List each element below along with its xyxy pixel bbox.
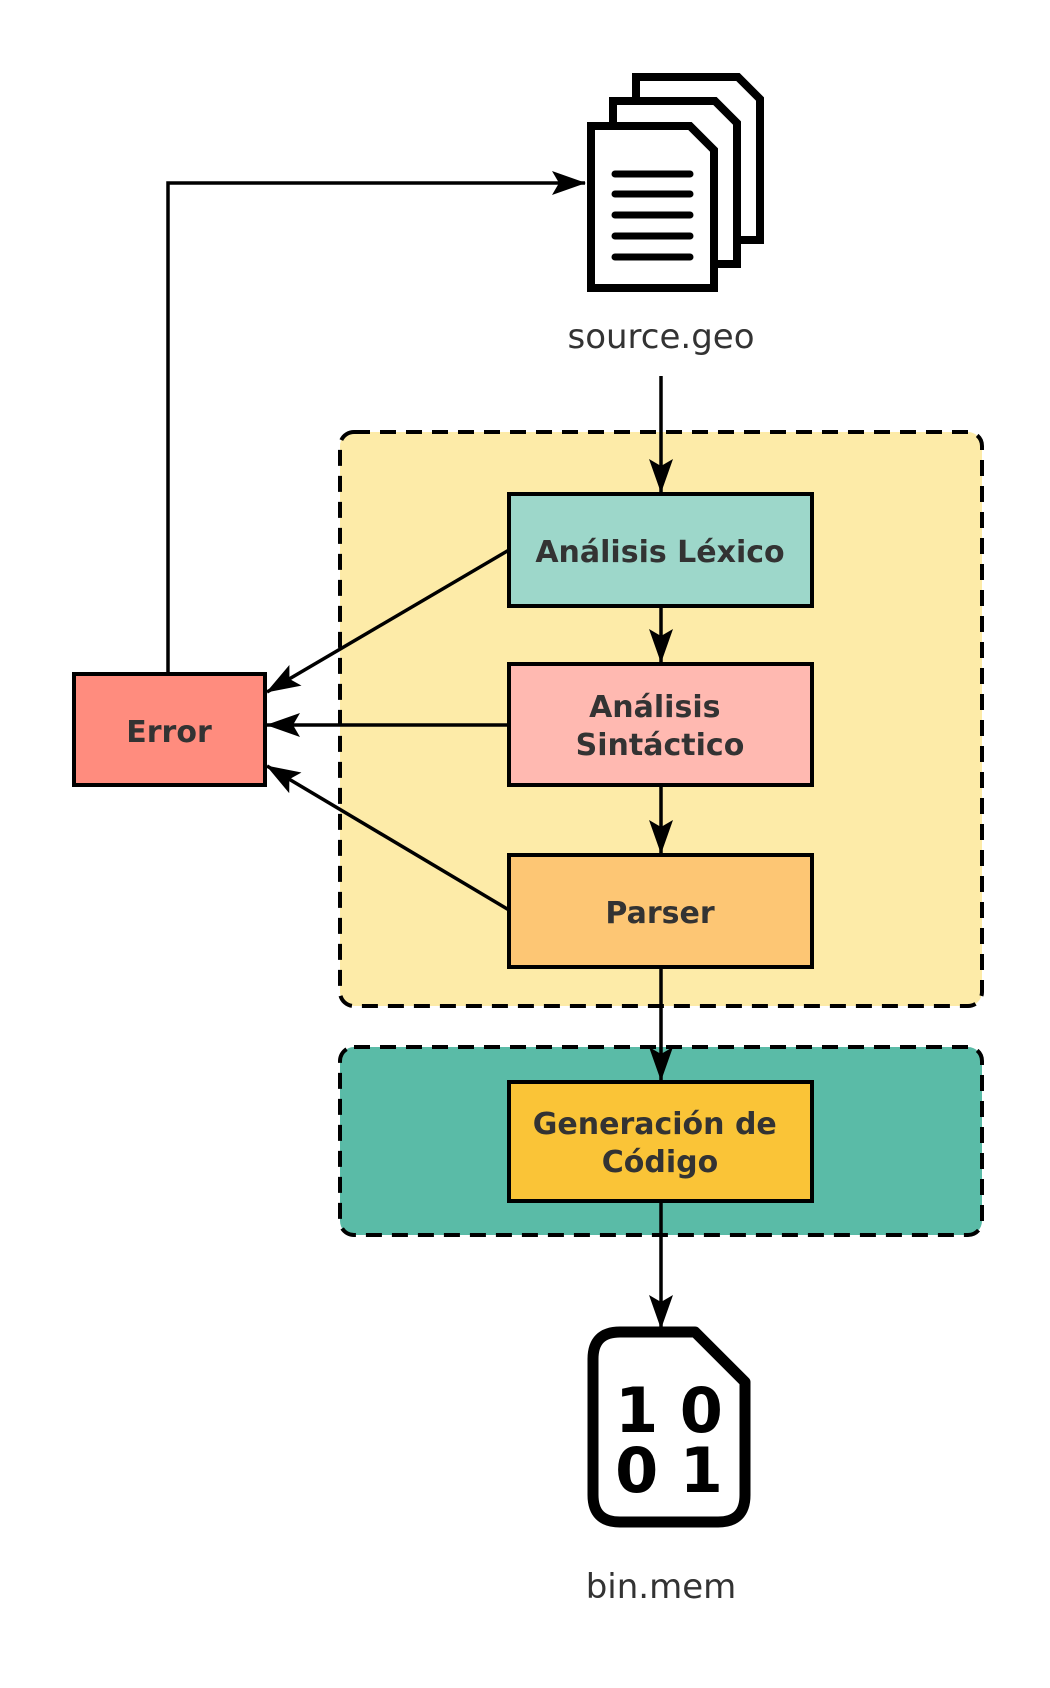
node-analisis-sintactico-label: Análisis Sintáctico xyxy=(576,690,745,763)
node-generacion-codigo: Generación de Código xyxy=(507,1080,814,1203)
node-generacion-codigo-label-line2: Código xyxy=(602,1145,718,1180)
node-generacion-codigo-label-line1: Generación de xyxy=(533,1107,777,1142)
node-analisis-lexico-box xyxy=(507,492,814,608)
node-parser-label: Parser xyxy=(605,896,714,931)
output-file-label: bin.mem xyxy=(586,1567,737,1607)
node-error-box xyxy=(72,672,267,787)
node-analisis-sintactico: Análisis Sintáctico xyxy=(507,662,814,787)
binary-digits-row1: 1 0 xyxy=(615,1374,723,1447)
node-analisis-sintactico-label-line2: Sintáctico xyxy=(576,728,745,763)
edge-parser-to-error xyxy=(266,764,510,912)
node-analisis-lexico: Análisis Léxico xyxy=(507,492,814,608)
node-analisis-sintactico-label-line1: Análisis xyxy=(589,690,720,725)
node-generacion-codigo-label: Generación de Código xyxy=(533,1107,787,1180)
edges xyxy=(166,171,673,1329)
node-parser: Parser xyxy=(507,853,814,969)
document-stack-icon xyxy=(587,73,764,292)
edge-lexico-to-error xyxy=(266,548,510,694)
node-parser-box xyxy=(507,853,814,969)
edge-error-to-source xyxy=(166,171,586,672)
node-error: Error xyxy=(72,672,267,787)
node-analisis-sintactico-box xyxy=(507,662,814,787)
binary-digits-row2: 0 1 xyxy=(615,1434,723,1507)
source-file-label: source.geo xyxy=(567,317,754,357)
binary-file-icon: 1 0 0 1 xyxy=(587,1326,751,1528)
node-error-label: Error xyxy=(126,715,212,750)
node-generacion-codigo-box xyxy=(507,1080,814,1203)
node-analisis-lexico-label: Análisis Léxico xyxy=(535,535,784,570)
